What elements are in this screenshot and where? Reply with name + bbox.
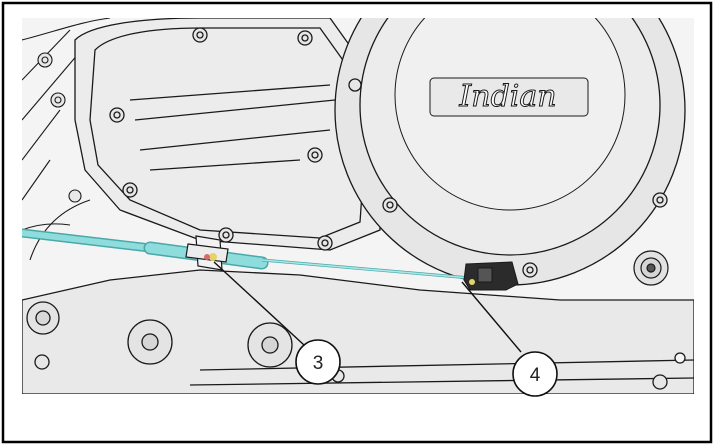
callout-3: 3 [295,339,341,385]
primary-cover [74,18,381,251]
callout-4: 4 [512,351,558,397]
wire-harness [22,228,471,280]
stator-cover [334,18,686,286]
callout-3-label: 3 [313,353,324,374]
callout-4-label: 4 [530,365,541,386]
logo-text: Indian [458,79,556,114]
indian-logo: Indian [429,77,589,117]
callout-4-leader [461,281,522,353]
callout-3-leader [213,261,305,346]
engine-drawing: Indian [22,18,694,394]
cable-clip [185,235,229,271]
sensor-connector [463,261,519,291]
